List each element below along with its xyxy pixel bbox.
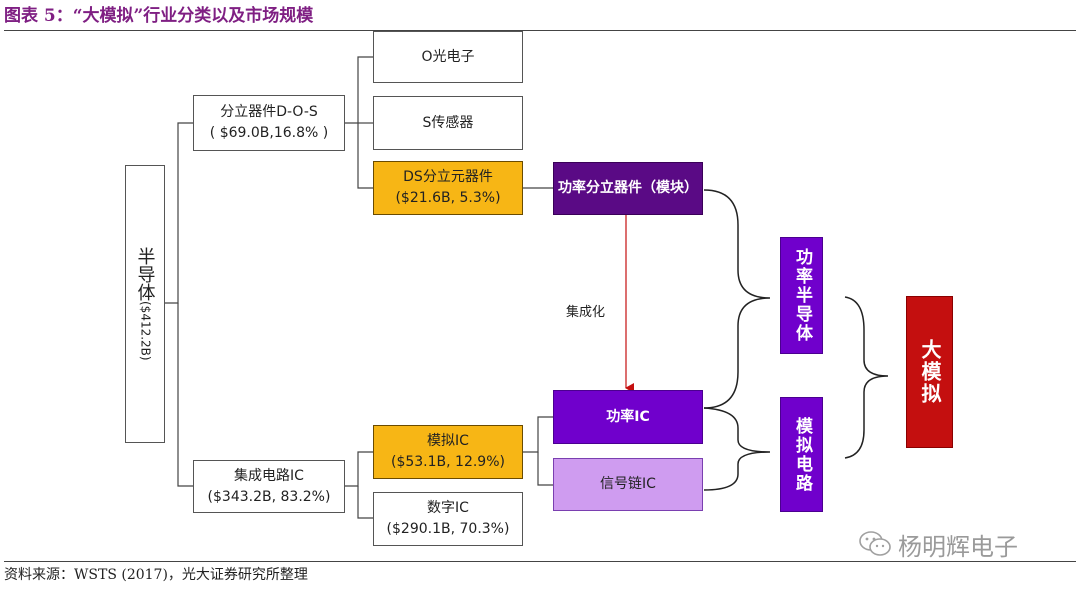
discrete-devices-value: ( $69.0B,16.8% ) <box>209 125 329 141</box>
power-semiconductor-box: 功率半导体 <box>780 237 823 354</box>
integrated-circuit-value: ($343.2B, 83.2%) <box>207 488 331 505</box>
figure-title: 图表 5：“大模拟”行业分类以及市场规模 <box>4 6 314 26</box>
analog-ic-box: 模拟IC ($53.1B, 12.9%) <box>373 425 523 479</box>
analog-ic-name: 模拟IC <box>427 433 469 449</box>
top-rule <box>4 30 1076 31</box>
big-analog-box: 大模拟 <box>906 296 953 448</box>
power-ic-name: 功率IC <box>606 408 650 425</box>
link-semi-ic <box>177 303 193 487</box>
optoelectronics-box: O光电子 <box>373 31 523 83</box>
ds-discrete-name: DS分立元器件 <box>403 169 493 185</box>
analog-circuit-name: 模拟电路 <box>792 416 812 493</box>
analog-circuit-box: 模拟电路 <box>780 397 823 512</box>
link-analog-signal <box>537 452 553 486</box>
semiconductor-name: 半导体 <box>134 247 156 302</box>
power-discrete-box: 功率分立器件（模块） <box>553 162 703 215</box>
signal-chain-ic-name: 信号链IC <box>600 476 656 492</box>
discrete-devices-box: 分立器件D-O-S ( $69.0B,16.8% ) <box>193 95 345 151</box>
bottom-rule <box>4 561 1076 562</box>
wechat-icon <box>859 531 891 556</box>
ds-discrete-box: DS分立元器件 ($21.6B, 5.3%) <box>373 161 523 215</box>
integration-label: 集成化 <box>566 305 606 320</box>
ds-discrete-value: ($21.6B, 5.3%) <box>395 190 501 206</box>
digital-ic-name: 数字IC <box>427 500 469 516</box>
brace-power-semi <box>703 189 771 409</box>
power-ic-box: 功率IC <box>553 390 703 444</box>
link-analog-poweric <box>523 416 553 453</box>
discrete-devices-name: 分立器件D-O-S <box>220 104 318 120</box>
link-semi-discrete <box>165 122 193 304</box>
link-ic-digital <box>357 486 373 519</box>
watermark: 杨明辉电子 <box>858 528 1018 561</box>
semiconductor-value: ($412.2B) <box>138 301 153 361</box>
signal-chain-ic-box: 信号链IC <box>553 458 703 511</box>
power-discrete-name: 功率分立器件（模块） <box>558 180 698 196</box>
optoelectronics-name: O光电子 <box>421 48 475 65</box>
semiconductor-box: 半导体 ($412.2B) <box>125 165 165 443</box>
digital-ic-value: ($290.1B, 70.3%) <box>386 521 510 537</box>
brace-analog-circuit <box>703 407 771 491</box>
power-semiconductor-name: 功率半导体 <box>792 248 812 343</box>
source-note: 资料来源：WSTS (2017)，光大证券研究所整理 <box>4 567 308 583</box>
link-discrete-o <box>345 56 373 124</box>
digital-ic-box: 数字IC ($290.1B, 70.3%) <box>373 492 523 546</box>
watermark-text: 杨明辉电子 <box>898 532 1018 561</box>
brace-big-analog <box>844 296 889 459</box>
analog-ic-value: ($53.1B, 12.9%) <box>391 454 505 470</box>
sensors-box: S传感器 <box>373 96 523 150</box>
integrated-circuit-name: 集成电路IC <box>234 467 304 484</box>
link-ic-analog <box>345 451 373 487</box>
integrated-circuit-box: 集成电路IC ($343.2B, 83.2%) <box>193 460 345 513</box>
big-analog-name: 大模拟 <box>918 339 942 405</box>
link-discrete-ds <box>357 123 373 189</box>
sensors-name: S传感器 <box>422 114 474 131</box>
